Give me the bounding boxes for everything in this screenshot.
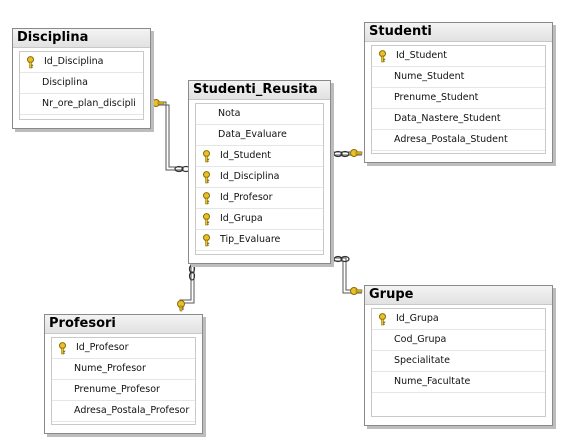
key-end-icon bbox=[152, 99, 165, 107]
table-title: Profesori bbox=[45, 315, 202, 334]
primary-key-icon bbox=[200, 188, 212, 208]
column-name: Adresa_Postala_Profesor bbox=[74, 405, 190, 416]
column-name: Id_Disciplina bbox=[220, 171, 280, 182]
key-end-icon bbox=[177, 300, 185, 312]
primary-key-icon bbox=[200, 209, 212, 229]
column-row[interactable]: Prenume_Student bbox=[372, 88, 545, 109]
column-name: Nume_Student bbox=[394, 71, 465, 82]
infinity-end-icon bbox=[333, 150, 350, 158]
primary-key-icon bbox=[376, 46, 388, 66]
primary-key-icon bbox=[24, 52, 36, 72]
column-row[interactable]: Adresa_Postala_Profesor bbox=[52, 401, 195, 422]
column-row[interactable]: Data_Nastere_Student bbox=[372, 109, 545, 130]
column-row[interactable]: Id_Profesor bbox=[52, 338, 195, 359]
column-name: Data_Evaluare bbox=[218, 129, 287, 140]
column-row[interactable]: Nota bbox=[196, 104, 323, 125]
infinity-end-icon bbox=[333, 255, 350, 263]
column-name: Id_Disciplina bbox=[44, 56, 104, 67]
column-row[interactable]: Id_Grupa bbox=[372, 309, 545, 330]
column-name: Nume_Profesor bbox=[74, 363, 146, 374]
column-name: Cod_Grupa bbox=[394, 334, 447, 345]
column-name: Prenume_Profesor bbox=[74, 384, 160, 395]
column-row[interactable]: Nume_Profesor bbox=[52, 359, 195, 380]
column-name: Prenume_Student bbox=[394, 92, 479, 103]
column-row[interactable]: Nr_ore_plan_discipli bbox=[20, 94, 143, 115]
column-name: Id_Grupa bbox=[220, 213, 263, 224]
relationship-grupe-reusita[interactable] bbox=[330, 257, 362, 294]
column-name: Nume_Facultate bbox=[394, 376, 471, 387]
column-row[interactable]: Specialitate bbox=[372, 351, 545, 372]
column-row[interactable]: Disciplina bbox=[20, 73, 143, 94]
column-name: Id_Student bbox=[396, 50, 447, 61]
column-name: Adresa_Postala_Student bbox=[394, 134, 508, 145]
column-row[interactable]: Id_Disciplina bbox=[20, 52, 143, 73]
column-name: Data_Nastere_Student bbox=[394, 113, 501, 124]
column-row[interactable]: Id_Grupa bbox=[196, 209, 323, 230]
relationship-disciplina-reusita[interactable] bbox=[150, 101, 183, 171]
column-name: Specialitate bbox=[394, 355, 450, 366]
column-name: Nr_ore_plan_discipli bbox=[42, 98, 136, 109]
column-row[interactable]: Id_Profesor bbox=[196, 188, 323, 209]
key-end-icon bbox=[350, 287, 363, 295]
column-row[interactable]: Adresa_Postala_Student bbox=[372, 130, 545, 151]
column-name: Id_Grupa bbox=[396, 313, 439, 324]
column-name: Id_Student bbox=[220, 150, 271, 161]
table-title: Grupe bbox=[365, 286, 552, 305]
column-name: Disciplina bbox=[42, 77, 88, 88]
column-row[interactable]: Id_Disciplina bbox=[196, 167, 323, 188]
column-row[interactable]: Data_Evaluare bbox=[196, 125, 323, 146]
column-row[interactable]: Id_Student bbox=[372, 46, 545, 67]
primary-key-icon bbox=[200, 230, 212, 250]
primary-key-icon bbox=[56, 338, 68, 358]
column-row[interactable]: Id_Student bbox=[196, 146, 323, 167]
primary-key-icon bbox=[200, 167, 212, 187]
column-row[interactable]: Nume_Facultate bbox=[372, 372, 545, 393]
column-name: Id_Profesor bbox=[220, 192, 273, 203]
column-name: Id_Profesor bbox=[76, 342, 129, 353]
column-row[interactable]: Cod_Grupa bbox=[372, 330, 545, 351]
table-title: Studenti bbox=[365, 23, 552, 42]
table-title: Studenti_Reusita bbox=[189, 81, 330, 100]
column-row[interactable]: Tip_Evaluare bbox=[196, 230, 323, 251]
column-name: Tip_Evaluare bbox=[220, 234, 281, 245]
key-end-icon bbox=[350, 149, 363, 157]
infinity-end-icon bbox=[188, 264, 196, 281]
table-title: Disciplina bbox=[13, 29, 150, 48]
column-row[interactable]: Nume_Student bbox=[372, 67, 545, 88]
primary-key-icon bbox=[200, 146, 212, 166]
column-row[interactable]: Prenume_Profesor bbox=[52, 380, 195, 401]
primary-key-icon bbox=[376, 309, 388, 329]
column-name: Nota bbox=[218, 108, 241, 119]
